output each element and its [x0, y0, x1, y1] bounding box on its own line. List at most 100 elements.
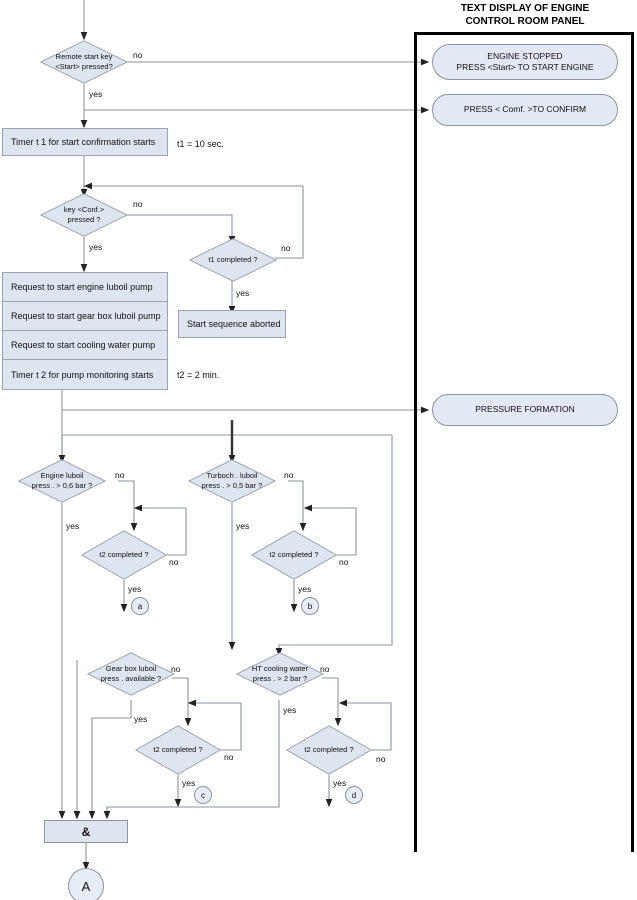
edge-text: no — [281, 243, 291, 253]
edge-text: no — [224, 752, 234, 762]
edge-label-t2-b-no: no — [339, 557, 348, 567]
edge-text: yes — [283, 705, 297, 715]
process-request-gearbox-luboil-pump: Request to start gear box luboil pump — [3, 302, 167, 331]
decision-t1-completed-label: t1 completed ? — [208, 254, 258, 264]
edge-label-engine-luboil-yes: yes — [66, 521, 79, 531]
connector-c: c — [194, 786, 212, 804]
decision-key-conf-line2: pressed ? — [67, 215, 101, 224]
process-request-cooling-water-pump: Request to start cooling water pump — [3, 331, 167, 360]
edge-text: yes — [298, 584, 312, 594]
edge-label-t2-d-no: no — [376, 754, 385, 764]
diamond-shape — [286, 725, 372, 775]
edge-label-t1-completed-yes: yes — [236, 288, 249, 298]
connector-d: d — [345, 786, 363, 804]
edge-text: yes — [182, 778, 196, 788]
diamond-shape — [236, 652, 324, 696]
edge-text: yes — [333, 778, 347, 788]
note-t1-value: t1 = 10 sec. — [177, 139, 224, 149]
note-t2-value-label: t2 = 2 min. — [177, 370, 220, 380]
process-start-sequence-aborted-label: Start sequence aborted — [187, 318, 281, 329]
edge-label-t1-completed-no: no — [281, 243, 290, 253]
edge-label-turbo-luboil-yes: yes — [236, 521, 249, 531]
edge-label-t2-c-yes: yes — [182, 778, 195, 788]
edge-label-key-conf-no: no — [133, 199, 142, 209]
process-request-cooling-water-pump-label: Request to start cooling water pump — [11, 340, 156, 350]
control-room-panel-frame — [414, 32, 634, 852]
diamond-shape — [251, 530, 337, 580]
edge-text: yes — [89, 89, 103, 99]
edge-text: no — [171, 664, 181, 674]
panel-title-line1: TEXT DISPLAY OF ENGINE — [460, 3, 590, 14]
diamond-shape — [81, 530, 167, 580]
edge-label-turbo-luboil-no: no — [284, 470, 293, 480]
connector-A-label: A — [81, 878, 91, 894]
decision-turbo-luboil-line2: press . > 0,5 bar ? — [201, 481, 263, 490]
decision-gearbox-luboil-line1: Gear box luboil — [105, 663, 157, 673]
decision-engine-luboil-pressure: Engine luboil press . > 0,6 bar ? — [18, 459, 106, 503]
edge-text: yes — [236, 521, 250, 531]
decision-remote-start-key-line1: Remote start key — [55, 51, 113, 61]
edge-text: yes — [128, 584, 142, 594]
diamond-shape — [135, 725, 221, 775]
diamond-shape — [40, 193, 128, 237]
process-request-engine-luboil-pump-label: Request to start engine luboil pump — [11, 282, 153, 292]
edge-label-t2-a-no: no — [169, 557, 178, 567]
edge-label-t2-c-no: no — [224, 752, 233, 762]
edge-label-key-conf-yes: yes — [89, 242, 102, 252]
decision-t2-b-label: t2 completed ? — [269, 549, 319, 559]
connector-b: b — [301, 597, 319, 615]
diamond-shape — [188, 459, 276, 503]
edge-text: no — [169, 557, 179, 567]
process-pump-request-stack: Request to start engine luboil pump Requ… — [2, 272, 168, 390]
display-engine-stopped-line2: PRESS <Start> TO START ENGINE — [456, 62, 594, 72]
edge-text: no — [133, 199, 143, 209]
connector-A: A — [68, 868, 104, 900]
decision-gearbox-luboil-line2: press . available ? — [100, 674, 162, 683]
display-pressure-formation-line1: PRESSURE FORMATION — [475, 404, 575, 415]
edge-label-t2-b-yes: yes — [298, 584, 311, 594]
edge-label-engine-luboil-no: no — [115, 470, 124, 480]
connector-c-label: c — [201, 790, 205, 800]
display-press-confirm: PRESS < Comf. >TO CONFIRM — [432, 94, 618, 126]
note-t2-value: t2 = 2 min. — [177, 370, 219, 380]
decision-t2-completed-c: t2 completed ? — [135, 725, 221, 775]
edge-text: yes — [236, 288, 250, 298]
decision-key-conf-line1: key <Conf.> — [63, 204, 105, 214]
note-t1-value-label: t1 = 10 sec. — [177, 139, 224, 149]
edge-label-t2-d-yes: yes — [333, 778, 346, 788]
decision-remote-start-key: Remote start key <Start> pressed? — [40, 40, 128, 84]
edge-text: no — [320, 664, 330, 674]
diamond-shape — [18, 459, 106, 503]
decision-t1-completed: t1 completed ? — [189, 238, 277, 282]
edge-label-ht-cooling-yes: yes — [283, 705, 296, 715]
edge-label-gearbox-yes: yes — [134, 714, 147, 724]
decision-turbocharger-luboil-pressure: Turboch . luboil press . > 0,5 bar ? — [188, 459, 276, 503]
decision-t2-d-label: t2 completed ? — [304, 744, 354, 754]
process-request-engine-luboil-pump: Request to start engine luboil pump — [3, 273, 167, 302]
edge-text: yes — [134, 714, 148, 724]
and-gate: & — [44, 820, 128, 843]
decision-ht-cooling-line2: press . > 2 bar ? — [252, 674, 308, 683]
decision-t2-completed-d: t2 completed ? — [286, 725, 372, 775]
edge-text: no — [339, 557, 349, 567]
display-engine-stopped-line1: ENGINE STOPPED — [487, 50, 563, 61]
display-engine-stopped: ENGINE STOPPED PRESS <Start> TO START EN… — [432, 44, 618, 80]
connector-a: a — [131, 597, 149, 615]
and-gate-symbol: & — [81, 824, 91, 839]
edge-label-remote-start-yes: yes — [89, 89, 102, 99]
decision-t2-c-label: t2 completed ? — [153, 744, 203, 754]
process-timer-t2-label: Timer t 2 for pump monitoring starts — [11, 369, 154, 380]
panel-title-line2: CONTROL ROOM PANEL — [465, 16, 585, 27]
diamond-shape — [87, 652, 175, 696]
decision-ht-cooling-water-pressure: HT cooling water press . > 2 bar ? — [236, 652, 324, 696]
process-timer-t1: Timer t 1 for start confirmation starts — [2, 128, 168, 156]
decision-t2-a-label: t2 completed ? — [99, 549, 149, 559]
edge-text: no — [284, 470, 294, 480]
decision-key-conf-pressed: key <Conf.> pressed ? — [40, 193, 128, 237]
decision-engine-luboil-line1: Engine luboil — [40, 470, 84, 480]
process-timer-t1-label: Timer t 1 for start confirmation starts — [11, 136, 156, 147]
decision-t2-completed-b: t2 completed ? — [251, 530, 337, 580]
decision-ht-cooling-line1: HT cooling water — [251, 663, 309, 673]
